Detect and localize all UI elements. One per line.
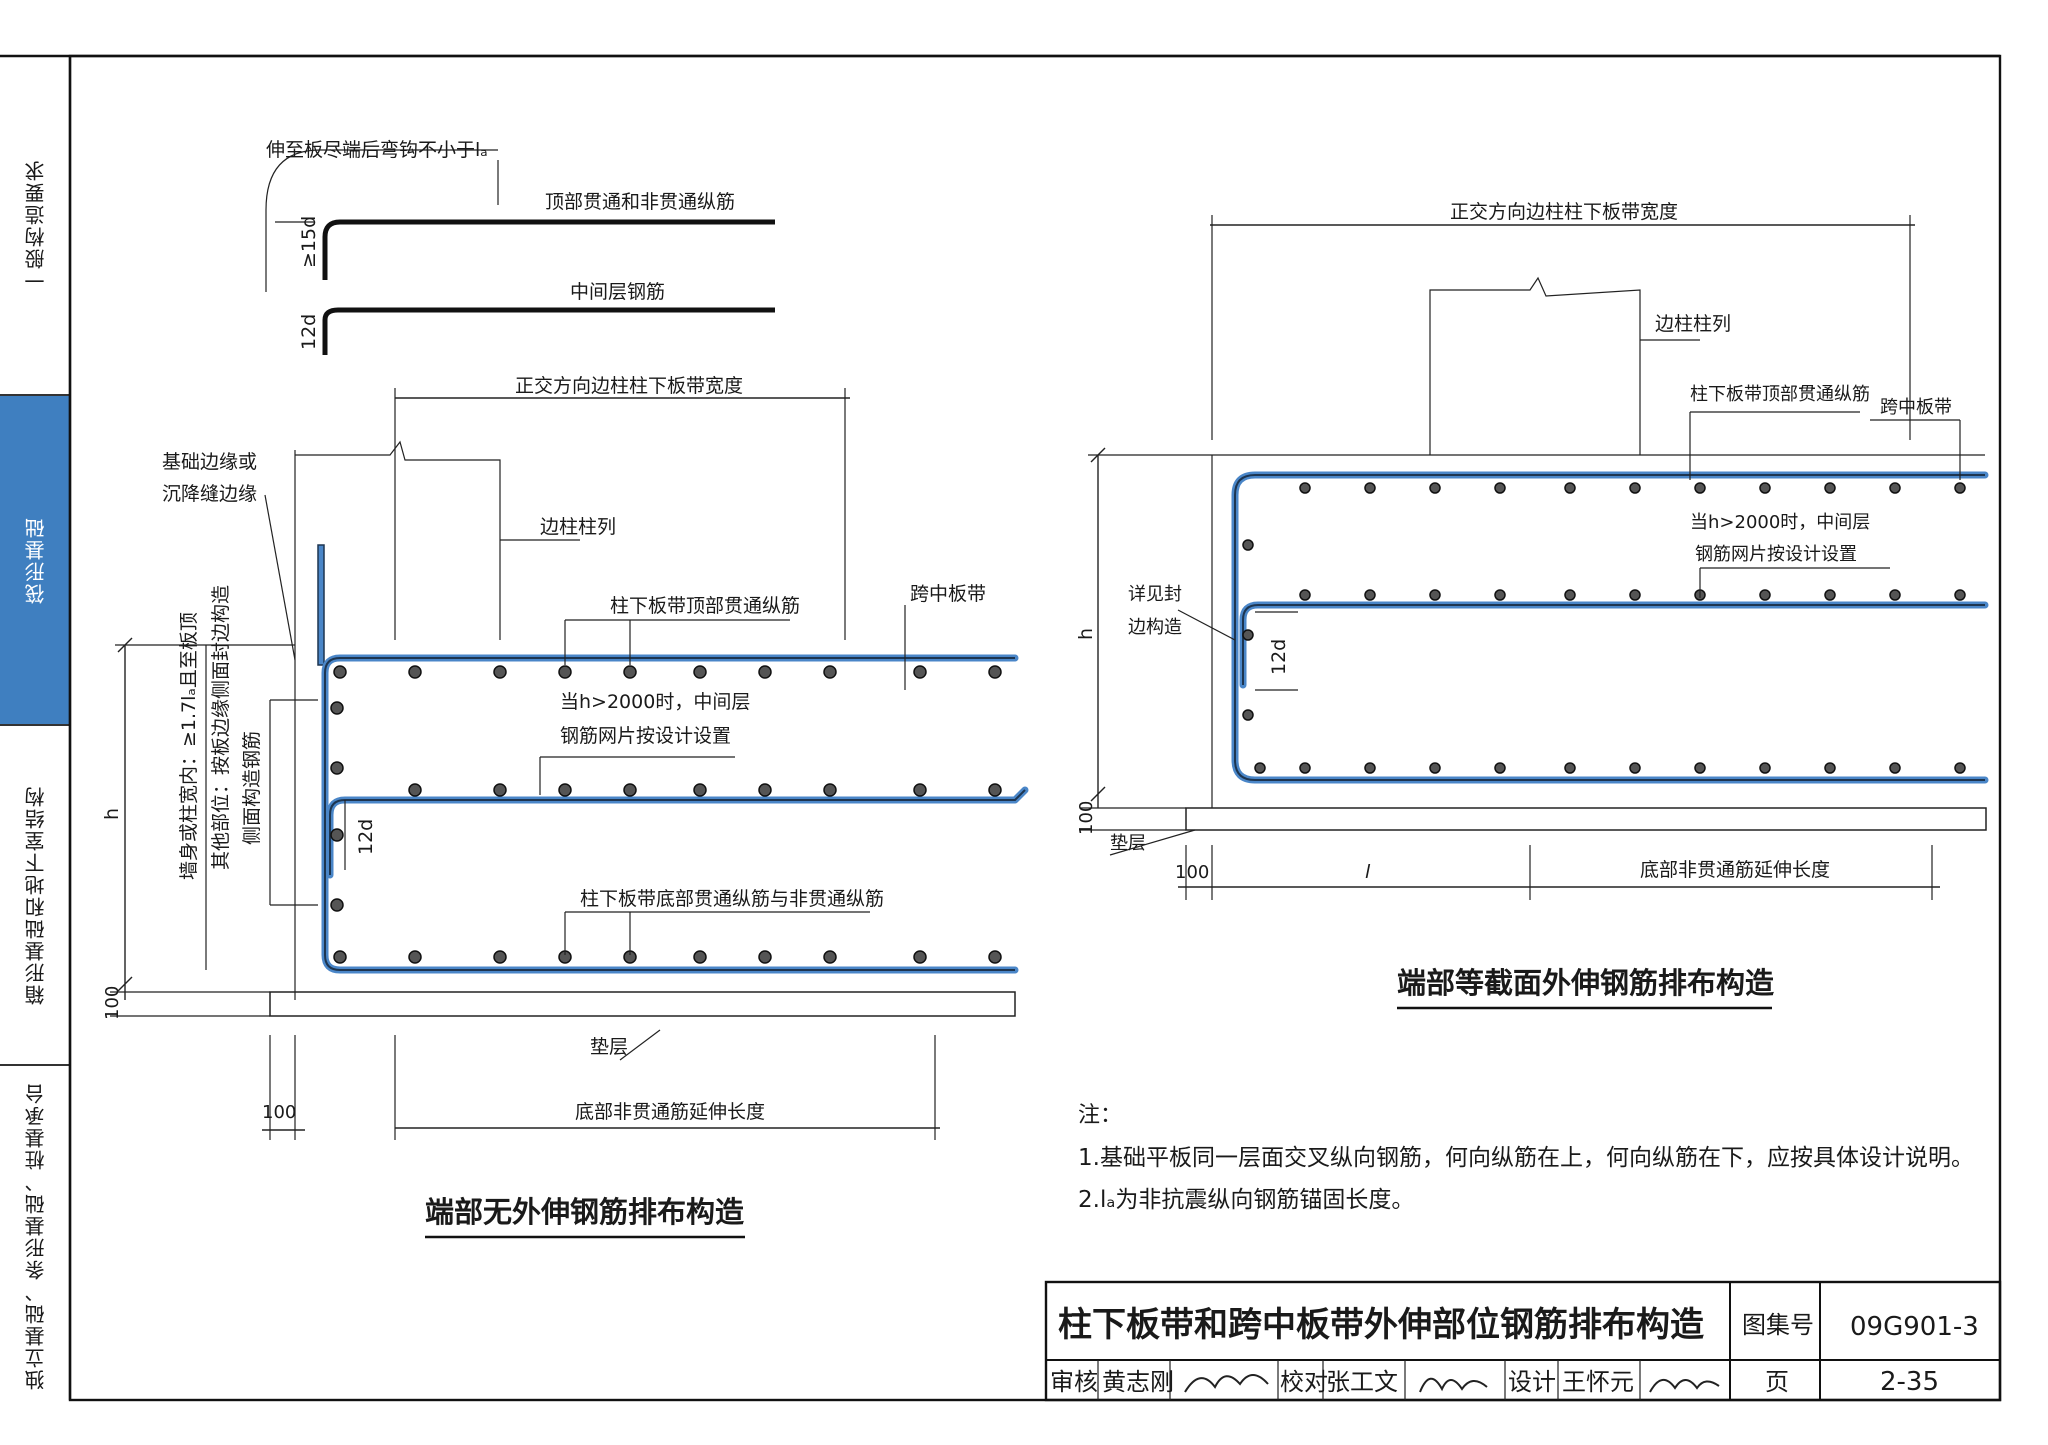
drawing-title: 柱下板带和跨中板带外伸部位钢筋排布构造 (1058, 1305, 1704, 1345)
design-label: 设计 (1508, 1368, 1556, 1396)
page-no: 2-35 (1880, 1367, 1939, 1397)
mid-band-label: 跨中板带 (1880, 397, 1952, 418)
sidebar-tab-box[interactable]: 箱形基础和地下室结构 (0, 726, 70, 1066)
dim-l: l (1365, 861, 1371, 883)
designer-signature (1649, 1379, 1720, 1393)
page-label: 页 (1765, 1368, 1789, 1396)
middle-bar (326, 786, 1029, 879)
h-note-2: 钢筋网片按设计设置 (1695, 544, 1857, 565)
edge-label-2: 沉降缝边缘 (162, 483, 257, 505)
mid-band-label: 跨中板带 (910, 583, 986, 605)
side-bar-label: 侧面构造钢筋 (241, 731, 263, 845)
dim-100: 100 (102, 986, 123, 1020)
top-dots (333, 665, 1002, 679)
h-dim-tick-bottom (117, 976, 133, 992)
side-bar-vertical (317, 544, 325, 666)
cushion-leader (1109, 829, 1196, 856)
top-bar-hook (322, 219, 775, 280)
h-note-2: 钢筋网片按设计设置 (560, 725, 731, 747)
top-bars-label: 顶部贯通和非贯通纵筋 (545, 191, 735, 213)
h-dim-tick-bottom (1090, 786, 1106, 802)
top-through-label: 柱下板带顶部贯通纵筋 (1690, 384, 1870, 405)
sidebar-tab-general[interactable]: 一般构造要求 (0, 56, 70, 396)
left-dots (330, 701, 344, 912)
top-through-label: 柱下板带顶部贯通纵筋 (610, 595, 800, 617)
note-item-2: 2.lₐ为非抗震纵向钢筋锚固长度。 (1078, 1187, 1414, 1213)
side-note-2: 其他部位：按板边缘侧面封边构造 (210, 585, 232, 870)
middle-bar-core (1242, 604, 1985, 685)
left-dots (1242, 539, 1254, 721)
edge-column-label: 边柱柱列 (1655, 313, 1731, 335)
bottom-bars-label: 柱下板带底部贯通纵筋与非贯通纵筋 (580, 888, 884, 910)
review-label: 审核 (1050, 1368, 1098, 1396)
extension-label: 底部非贯通筋延伸长度 (1640, 859, 1830, 881)
top-dots (1299, 482, 1966, 494)
dim-100: 100 (1076, 801, 1097, 835)
middle-bar (1239, 601, 1989, 689)
outer-bar-core (1234, 474, 1985, 781)
dim-100-bottom: 100 (1175, 862, 1209, 883)
h-note-1: 当h>2000时，中间层 (1690, 512, 1870, 533)
dim-h: h (101, 808, 123, 820)
dim-h: h (1075, 628, 1097, 640)
right-diagram-title: 端部等截面外伸钢筋排布构造 (1397, 966, 1774, 1000)
see-note-2: 边构造 (1128, 617, 1182, 638)
see-note-1: 详见封 (1128, 584, 1182, 605)
edge-column-label: 边柱柱列 (540, 516, 616, 538)
bottom-dots (333, 950, 1002, 964)
notes: 注： 1.基础平板同一层面交叉纵向钢筋，何向纵筋在上，何向纵筋在下，应按具体设计… (1078, 1103, 1974, 1213)
side-note-1: 墙身或柱宽内：≥1.7lₐ且至板顶 (178, 612, 200, 880)
bottom-dots (1254, 762, 1966, 774)
hook-note: 伸至板尽端后弯钩不小于lₐ (266, 139, 488, 161)
cushion-label: 垫层 (590, 1036, 628, 1058)
reviewer-signature (1184, 1374, 1269, 1393)
dim-12d-hook: 12d (298, 314, 320, 350)
dim-12d: 12d (355, 819, 377, 855)
band-width-label: 正交方向边柱柱下板带宽度 (1450, 201, 1678, 223)
notes-heading: 注： (1078, 1103, 1122, 1128)
dim-100-bottom: 100 (262, 1102, 296, 1123)
cushion-layer (269, 991, 1016, 1017)
cushion-layer (1185, 807, 1987, 831)
column-outline (1429, 276, 1641, 455)
title-block: 柱下板带和跨中板带外伸部位钢筋排布构造 图集号 09G901-3 审核 黄志刚 … (1044, 1280, 2002, 1402)
drawing-frame (68, 54, 2002, 1402)
cushion-leader (619, 1029, 661, 1061)
atlas-no: 09G901-3 (1850, 1312, 1979, 1342)
cushion-label: 垫层 (1110, 833, 1146, 854)
reviewer: 黄志刚 (1102, 1368, 1174, 1396)
left-diagram-title: 端部无外伸钢筋排布构造 (425, 1195, 744, 1229)
checker: 张工文 (1326, 1368, 1398, 1396)
middle-bar-hook (322, 307, 775, 355)
middle-bars-label: 中间层钢筋 (570, 281, 665, 303)
extension-label: 底部非贯通筋延伸长度 (575, 1101, 765, 1123)
hook-detail: 伸至板尽端后弯钩不小于lₐ 顶部贯通和非贯通纵筋 中间层钢筋 ≥15d 12d (265, 139, 775, 355)
left-diagram: 正交方向边柱柱下板带宽度 边柱柱列 基础边缘或 沉降缝边缘 (101, 375, 1029, 1239)
middle-dots (1299, 589, 1966, 601)
h-note-1: 当h>2000时，中间层 (560, 691, 750, 713)
dim-15d: ≥15d (298, 216, 320, 268)
checker-signature (1419, 1377, 1488, 1393)
outer-bar (1231, 471, 1989, 784)
sidebar-tab-raft[interactable]: 筏形基础 (0, 396, 70, 726)
title-block-frame (1044, 1280, 2002, 1402)
outer-bar-core (324, 657, 1015, 971)
hook-note-leader (265, 149, 498, 292)
note-item-1: 1.基础平板同一层面交叉纵向钢筋，何向纵筋在上，何向纵筋在下，应按具体设计说明。 (1078, 1145, 1974, 1171)
edge-leader (264, 494, 296, 661)
edge-label-1: 基础边缘或 (162, 451, 257, 473)
atlas-label: 图集号 (1742, 1311, 1814, 1339)
check-label: 校对 (1280, 1368, 1328, 1396)
column-outline (295, 440, 501, 640)
right-diagram: 正交方向边柱柱下板带宽度 边柱柱列 柱下板 (1075, 201, 1989, 1010)
band-width-label: 正交方向边柱柱下板带宽度 (515, 375, 743, 397)
see-note-leader (1177, 609, 1236, 641)
designer: 王怀元 (1562, 1368, 1634, 1396)
middle-dots (408, 783, 1002, 797)
dim-12d: 12d (1268, 639, 1290, 675)
